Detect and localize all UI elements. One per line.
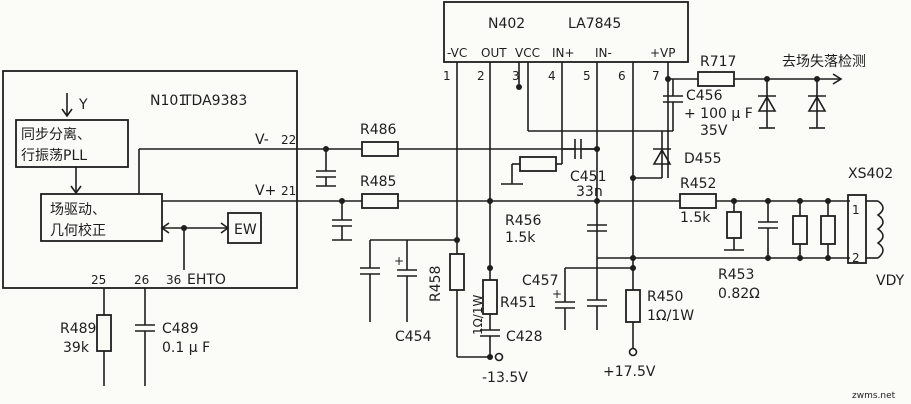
n402-pin-number: 3 bbox=[512, 69, 520, 83]
n101-pin-ehto: EHTO bbox=[187, 272, 226, 288]
label-c456-value: + 100 μ F bbox=[684, 106, 753, 122]
r489-c489-section: R489 39k C489 0.1 μ F bbox=[60, 288, 210, 386]
n101-pin-25: 25 bbox=[91, 273, 106, 287]
svg-text:+: + bbox=[394, 254, 404, 268]
label-r453: R453 bbox=[718, 267, 754, 283]
vplus-net: R485 bbox=[297, 174, 680, 241]
capacitor-c451: C451 33n bbox=[501, 139, 607, 200]
resistor-r485 bbox=[361, 193, 399, 209]
n101-pin-21: 21 bbox=[281, 184, 296, 198]
label-c454: C454 bbox=[395, 329, 432, 345]
c454-section: + C454 bbox=[360, 239, 457, 345]
label-r456: R456 bbox=[505, 213, 542, 229]
label-r452: R452 bbox=[680, 176, 716, 192]
label-r717: R717 bbox=[700, 54, 736, 70]
label-r486: R486 bbox=[360, 122, 397, 138]
n402-pin-number: 2 bbox=[477, 69, 485, 83]
label-r453-value: 0.82Ω bbox=[718, 286, 760, 302]
capacitor-c456: C456 + 100 μ F 35V bbox=[663, 79, 753, 139]
n101-pin-36: 36 bbox=[166, 273, 181, 287]
n402-pin-number: 4 bbox=[548, 69, 556, 83]
label-c456-voltage: 35V bbox=[700, 123, 728, 139]
resistor-r489 bbox=[96, 314, 112, 352]
block-drive-line2: 几何校正 bbox=[50, 222, 106, 239]
connector-xs402: XS402 1 2 VDY bbox=[847, 166, 905, 289]
resistor-r486 bbox=[361, 141, 399, 157]
label-r451: R451 bbox=[500, 295, 536, 311]
resistor-r450 bbox=[625, 289, 641, 323]
n402-pin-name: OUT bbox=[481, 46, 507, 60]
label-c456: C456 bbox=[686, 88, 723, 104]
n402-pin-number: 5 bbox=[583, 69, 591, 83]
label-c451-value: 33n bbox=[576, 184, 603, 200]
label-c451: C451 bbox=[570, 169, 607, 185]
label-r450-value: 1Ω/1W bbox=[647, 308, 694, 324]
label-d455: D455 bbox=[684, 151, 722, 167]
label-r456-value: 1.5k bbox=[505, 230, 536, 246]
n402-pin-name: IN+ bbox=[552, 46, 575, 60]
output-note: 去场失落检测 bbox=[782, 54, 866, 70]
supply-neg: -13.5V bbox=[482, 370, 528, 386]
n402-pin-name: +VP bbox=[650, 46, 676, 60]
load-net: R452 1.5k R453 0.82Ω bbox=[597, 176, 850, 302]
diode-d455: D455 bbox=[652, 131, 722, 178]
n101-part: TDA9383 bbox=[182, 93, 247, 109]
supply-pos: +17.5V bbox=[603, 364, 656, 380]
n402-ref: N402 bbox=[488, 16, 525, 32]
xs402-pin2: 2 bbox=[852, 251, 860, 265]
n402-pin-name: IN- bbox=[595, 46, 612, 60]
n402-pin-number: 1 bbox=[443, 69, 451, 83]
svg-text:+: + bbox=[552, 287, 562, 301]
n402-pin-name: -VC bbox=[447, 46, 467, 60]
n101-out-vm: V- bbox=[255, 132, 269, 148]
label-r458: R458 bbox=[428, 266, 444, 302]
label-xs402: XS402 bbox=[848, 166, 893, 182]
label-c489-value: 0.1 μ F bbox=[162, 340, 210, 356]
resistor-r451 bbox=[482, 279, 498, 315]
resistor-r458 bbox=[449, 253, 465, 291]
block-drive-line1: 场驱动、 bbox=[50, 202, 106, 218]
resistor-r717 bbox=[697, 71, 735, 87]
n101-pin-26: 26 bbox=[134, 273, 149, 287]
block-ew: EW bbox=[234, 222, 257, 238]
block-sync-line1: 同步分离、 bbox=[21, 126, 91, 143]
label-r458-value: 1Ω/1W bbox=[471, 295, 485, 335]
r456-section: R456 1.5k bbox=[505, 213, 607, 246]
n402-pin-name: VCC bbox=[515, 46, 540, 60]
n402-part: LA7845 bbox=[568, 16, 621, 32]
ic-n101: N101 TDA9383 Y 同步分离、 行振荡PLL 场驱动、 几何校正 EW… bbox=[2, 70, 298, 289]
r451-section: R451 C428 -13.5V bbox=[480, 279, 543, 386]
label-r450: R450 bbox=[647, 289, 683, 305]
c457-section: + C457 bbox=[522, 265, 636, 330]
block-sync-line2: 行振荡PLL bbox=[21, 148, 87, 164]
xs402-pin1: 1 bbox=[852, 203, 860, 217]
n101-pin-22: 22 bbox=[281, 133, 296, 147]
n101-ref: N101 bbox=[150, 93, 187, 109]
label-c489: C489 bbox=[162, 321, 199, 337]
n402-pin-number: 6 bbox=[618, 69, 626, 83]
vp-output-net: R717 去场失落检测 bbox=[665, 54, 866, 129]
r458-section: R458 1Ω/1W bbox=[428, 253, 485, 335]
r450-section: R450 1Ω/1W +17.5V bbox=[603, 289, 694, 380]
label-r485: R485 bbox=[360, 174, 396, 190]
label-vdy: VDY bbox=[876, 273, 905, 289]
n101-input-y: Y bbox=[78, 97, 88, 113]
label-c457: C457 bbox=[522, 273, 559, 289]
n101-out-vp: V+ bbox=[255, 183, 276, 199]
n402-pin-number: 7 bbox=[652, 69, 660, 83]
ic-n402: N402 LA7845 -VC OUT VCC IN+ IN- +VP 1 2 … bbox=[443, 1, 689, 83]
resistor-r452 bbox=[679, 193, 717, 209]
label-r452-value: 1.5k bbox=[680, 210, 711, 226]
label-r489-value: 39k bbox=[63, 340, 90, 356]
watermark: zwms.net bbox=[852, 391, 896, 401]
label-c428: C428 bbox=[506, 329, 543, 345]
label-r489: R489 bbox=[60, 321, 96, 337]
